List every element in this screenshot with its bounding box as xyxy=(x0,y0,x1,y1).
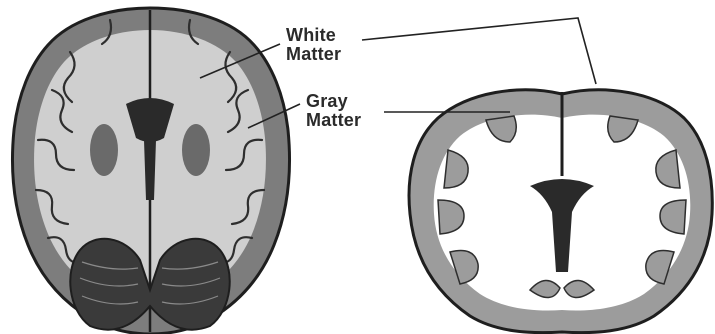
gray-matter-label: Gray Matter xyxy=(306,92,361,130)
axial-thalamus-left xyxy=(90,124,118,176)
axial-thalamus-right xyxy=(182,124,210,176)
gray-matter-label-line2: Matter xyxy=(306,111,361,130)
white-matter-label-line1: White xyxy=(286,26,341,45)
white-matter-label-line2: Matter xyxy=(286,45,341,64)
gray-matter-label-line1: Gray xyxy=(306,92,361,111)
coronal-brain-section xyxy=(409,90,712,333)
white-matter-label: White Matter xyxy=(286,26,341,64)
white-matter-pointer-right xyxy=(362,18,596,84)
